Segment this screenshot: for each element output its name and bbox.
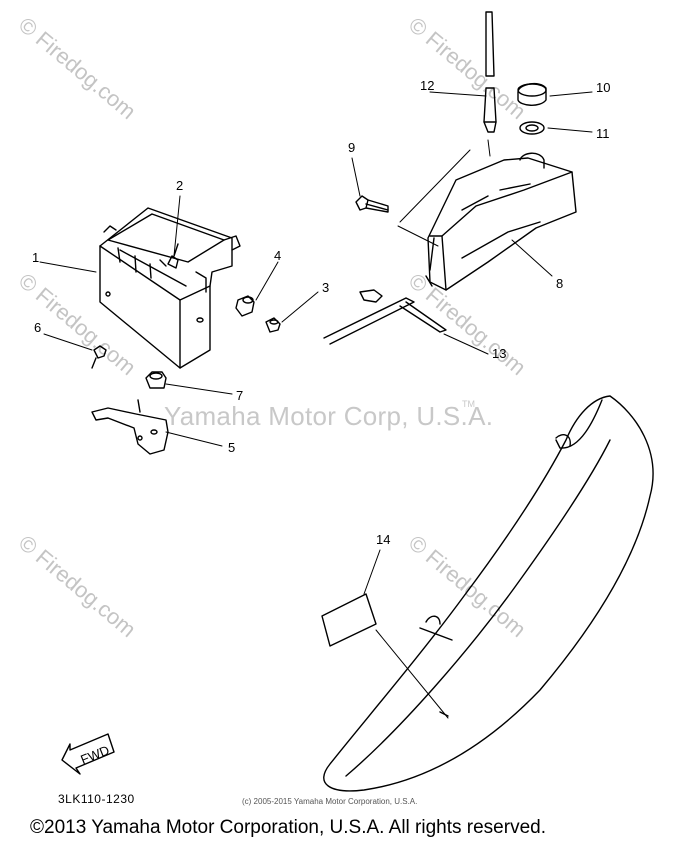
callout-8: 8: [556, 276, 563, 291]
damper-part-7: [145, 371, 167, 389]
callout-1: 1: [32, 250, 39, 265]
hose-part-13: [323, 289, 447, 345]
screw-part-6: [91, 345, 107, 369]
callout-11: 11: [596, 126, 610, 141]
callout-14: 14: [376, 532, 390, 547]
side-cover-part: [323, 395, 654, 792]
fwd-label: FWD: [78, 742, 111, 767]
grommet-part-4: [235, 295, 255, 317]
callout-9: 9: [348, 140, 355, 155]
callout-12: 12: [420, 78, 434, 93]
battery-box-part: [99, 207, 241, 369]
cap-part-10: [517, 82, 547, 106]
small-copyright: (c) 2005-2015 Yamaha Motor Corporation, …: [242, 797, 418, 806]
diagram-code: 3LK110-1230: [58, 792, 135, 806]
bolt-part-9: [355, 195, 389, 213]
callout-2: 2: [176, 178, 183, 193]
callout-13: 13: [492, 346, 506, 361]
callout-6: 6: [34, 320, 41, 335]
callout-5: 5: [228, 440, 235, 455]
oil-tank-part-8: [425, 152, 577, 291]
bracket-part-5: [91, 399, 169, 455]
callout-7: 7: [236, 388, 243, 403]
label-part-14: [321, 593, 377, 647]
callout-3: 3: [322, 280, 329, 295]
leader-lines: [39, 91, 593, 719]
fwd-arrow-icon: [61, 733, 115, 775]
brand-watermark: Yamaha Motor Corp, U.S.A.: [164, 401, 494, 431]
pin-part-12: [483, 11, 497, 133]
callout-10: 10: [596, 80, 610, 95]
collar-part-3: [265, 317, 281, 333]
footer-copyright: ©2013 Yamaha Motor Corporation, U.S.A. A…: [30, 817, 546, 838]
gasket-part-11: [519, 121, 545, 135]
callout-4: 4: [274, 248, 281, 263]
trademark-mark: TM: [462, 399, 475, 409]
